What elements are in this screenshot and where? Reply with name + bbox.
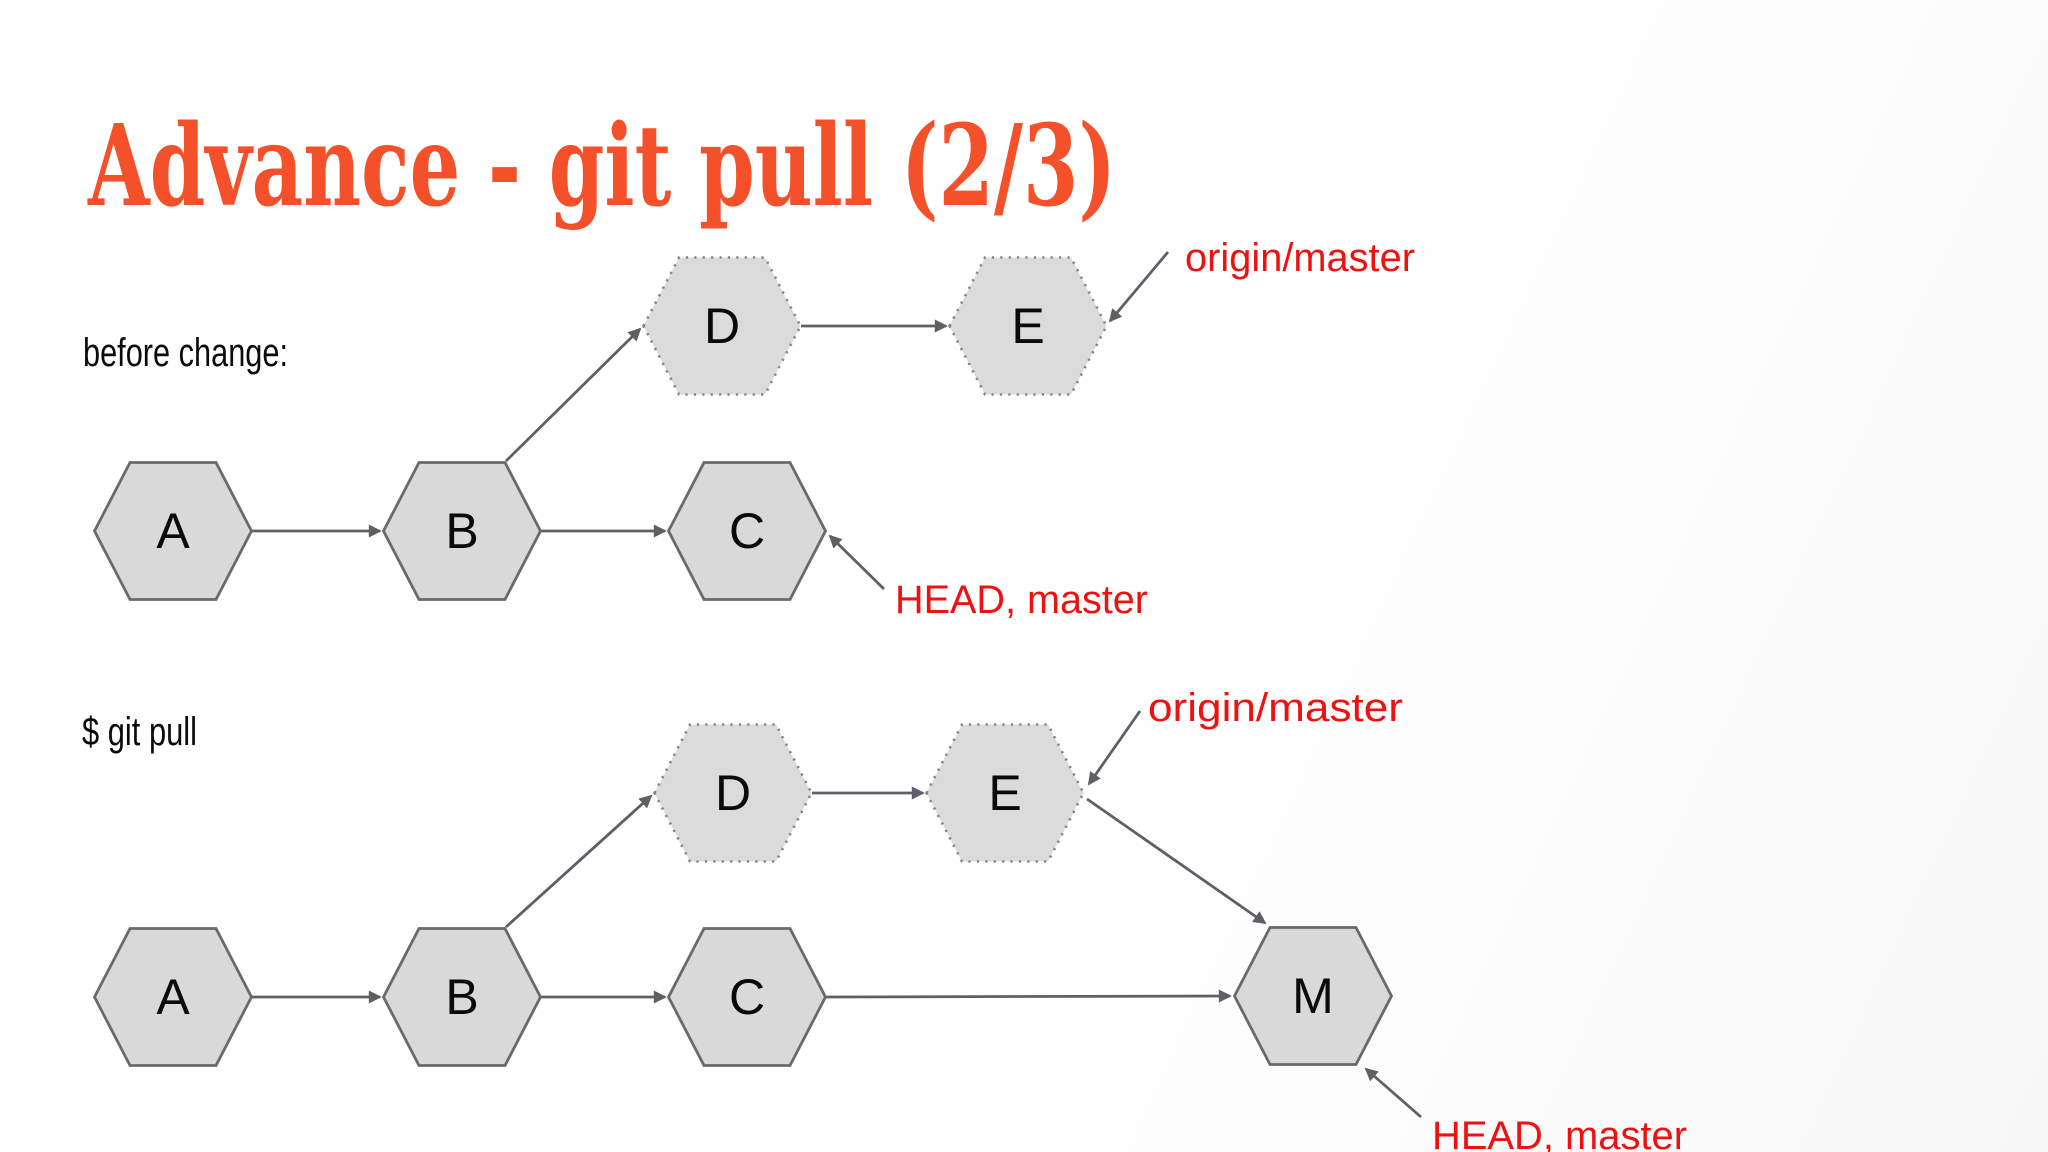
arrow-after-origin-master-pointer xyxy=(1087,710,1142,786)
after-origin-master-ref: origin/master xyxy=(1148,686,1403,730)
commit-label-before-a: A xyxy=(156,503,190,559)
hexagon-before-a xyxy=(92,461,254,601)
commit-label-after-a: A xyxy=(156,969,190,1025)
arrow-after-b-to-d xyxy=(505,794,653,929)
commit-node-after-e-remote: E xyxy=(925,723,1085,863)
page-title: Advance - git pull (2/3) xyxy=(87,101,1116,232)
commit-node-after-a: A xyxy=(92,927,254,1067)
before-origin-master-ref: origin/master xyxy=(1185,236,1415,280)
hexagon-before-d xyxy=(642,256,802,396)
commit-node-after-m-merge: M xyxy=(1232,926,1394,1066)
hexagon-before-b xyxy=(381,461,543,601)
git-pull-caption: $ git pull xyxy=(82,710,197,754)
commit-node-after-d-remote: D xyxy=(653,723,813,863)
commit-node-before-a: A xyxy=(92,461,254,601)
arrow-after-c-to-m xyxy=(825,989,1232,1003)
commit-label-after-b: B xyxy=(445,969,478,1025)
commit-node-before-e-remote: E xyxy=(948,256,1108,396)
commit-label-before-e: E xyxy=(1011,298,1044,354)
hexagon-after-a xyxy=(92,927,254,1067)
hexagon-after-m xyxy=(1232,926,1394,1066)
commit-label-before-d: D xyxy=(704,298,740,354)
after-head-master-ref: HEAD, master xyxy=(1432,1114,1687,1152)
diagram-before-change: before change: A B C D xyxy=(83,236,1415,622)
commit-node-before-b: B xyxy=(381,461,543,601)
commit-label-after-m: M xyxy=(1292,968,1334,1024)
before-head-master-ref: HEAD, master xyxy=(895,578,1148,622)
arrow-before-head-master-pointer xyxy=(828,534,885,590)
arrow-after-head-master-pointer xyxy=(1364,1067,1422,1119)
hexagon-after-e xyxy=(925,723,1085,863)
commit-label-before-c: C xyxy=(729,503,765,559)
hexagon-after-b xyxy=(381,927,543,1067)
hexagon-before-c xyxy=(666,461,828,601)
hexagon-after-d xyxy=(653,723,813,863)
commit-label-after-d: D xyxy=(715,765,751,821)
diagram-after-git-pull: $ git pull A B C xyxy=(82,686,1687,1152)
commit-label-after-c: C xyxy=(729,969,765,1025)
hexagon-before-e xyxy=(948,256,1108,396)
commit-label-before-b: B xyxy=(445,503,478,559)
arrow-before-origin-master-pointer xyxy=(1108,251,1170,323)
commit-node-after-c: C xyxy=(666,927,828,1067)
commit-label-after-e: E xyxy=(988,765,1021,821)
commit-node-before-c: C xyxy=(666,461,828,601)
hexagon-after-c xyxy=(666,927,828,1067)
arrow-after-e-to-m xyxy=(1086,797,1267,925)
arrow-before-b-to-d xyxy=(505,327,642,462)
before-change-caption: before change: xyxy=(83,331,288,375)
commit-node-after-b: B xyxy=(381,927,543,1067)
commit-node-before-d-remote: D xyxy=(642,256,802,396)
